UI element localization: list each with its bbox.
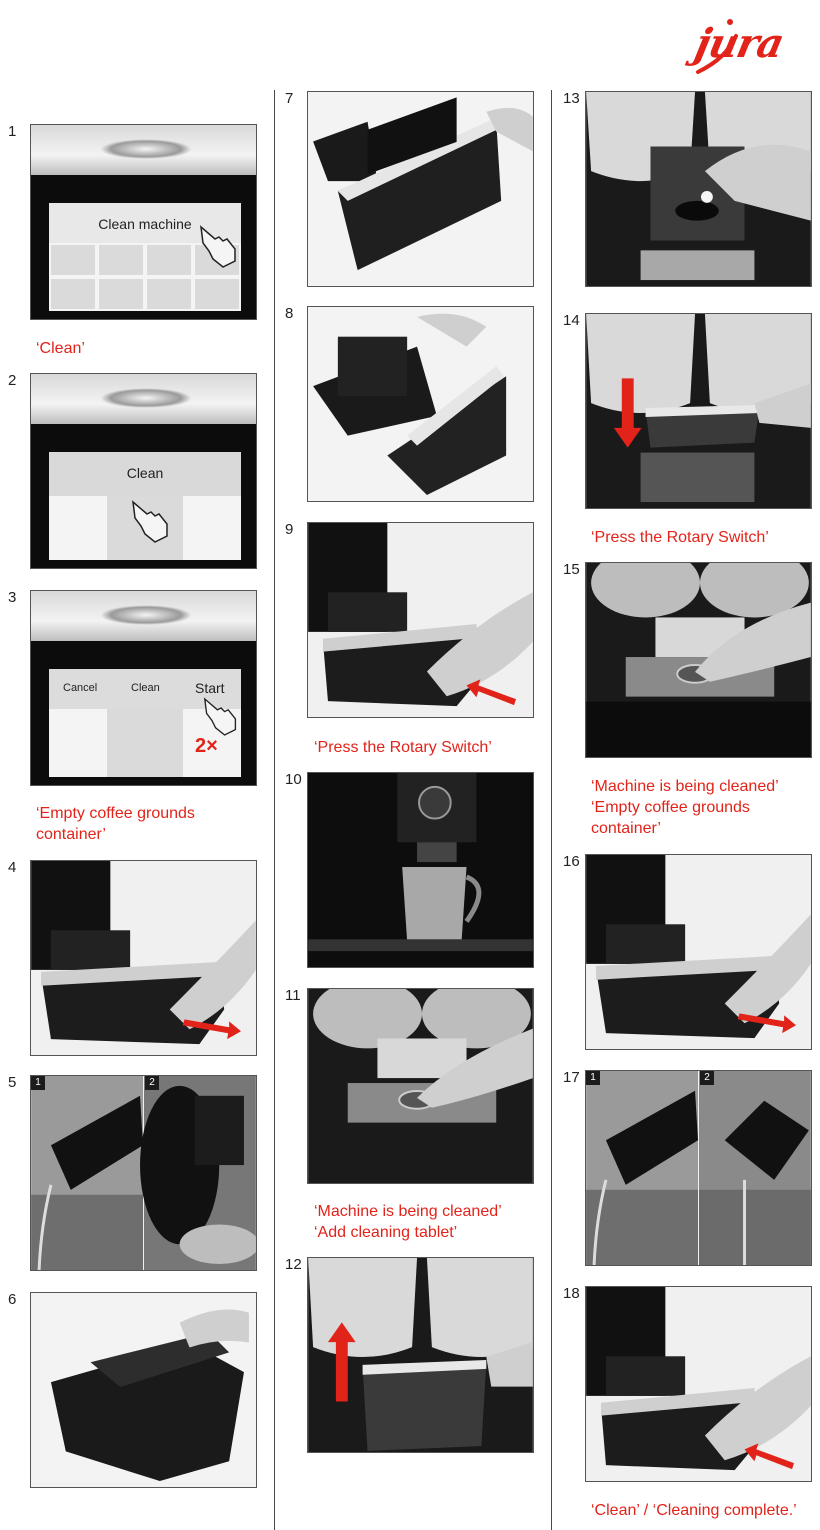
step-number: 9 — [285, 521, 294, 538]
step-6-photo-separate-container — [30, 1292, 257, 1488]
step-3-display-image: Cancel Clean Start 2× — [30, 590, 257, 786]
step-8-photo-remove-grounds-container — [307, 306, 534, 502]
red-arrow-icon — [737, 1013, 796, 1034]
step-number: 16 — [563, 853, 580, 870]
column-divider-left — [274, 90, 275, 1530]
step-11-caption-line1: ‘Machine is being cleaned’ — [314, 1203, 502, 1220]
machine-top-panel — [31, 591, 256, 641]
step-number: 17 — [563, 1069, 580, 1086]
repeat-count: 2× — [195, 735, 218, 757]
touch-screen: Cancel Clean Start 2× — [49, 669, 241, 777]
step-3-caption-line1: ‘Empty coffee grounds — [36, 805, 195, 822]
step-1-caption: ‘Clean’ — [36, 340, 85, 357]
touch-screen: Clean machine — [49, 203, 241, 311]
step-18-photo-insert-drip-tray — [585, 1286, 812, 1482]
step-11-caption-line2: ‘Add cleaning tablet’ — [314, 1224, 458, 1241]
red-arrow-icon — [327, 1322, 356, 1402]
step-number: 3 — [8, 589, 17, 606]
screen-title: Clean machine — [98, 216, 192, 232]
sub-step-badge: 1 — [586, 1071, 600, 1085]
step-number: 10 — [285, 771, 302, 788]
step-5-photo-empty-container — [30, 1075, 257, 1271]
step-number: 12 — [285, 1256, 302, 1273]
step-number: 14 — [563, 312, 580, 329]
red-arrow-icon — [466, 679, 517, 706]
step-number: 1 — [8, 123, 17, 140]
step-15-caption-line1: ‘Machine is being cleaned’ — [591, 778, 779, 795]
step-2-display-image: Clean — [30, 373, 257, 569]
touch-screen: Clean — [49, 452, 241, 560]
machine-top-panel — [31, 125, 256, 175]
step-14-photo-close-lid — [585, 313, 812, 509]
step-number: 7 — [285, 90, 294, 107]
step-number: 18 — [563, 1285, 580, 1302]
step-9-caption: ‘Press the Rotary Switch’ — [314, 739, 492, 756]
step-10-photo-place-container — [307, 772, 534, 968]
sub-step-badge: 2 — [145, 1076, 159, 1090]
step-1-display-image: Clean machine — [30, 124, 257, 320]
hand-pointer-icon — [203, 697, 237, 736]
logo-text: jura — [691, 20, 788, 67]
machine-top-panel — [31, 374, 256, 424]
step-number: 4 — [8, 859, 17, 876]
step-15-caption-line2: ‘Empty coffee grounds — [591, 799, 750, 816]
step-12-photo-open-tablet-lid — [307, 1257, 534, 1453]
hand-pointer-icon — [132, 500, 168, 543]
cancel-label: Cancel — [63, 682, 98, 694]
step-16-photo-remove-drip-tray — [585, 854, 812, 1050]
step-number: 11 — [285, 987, 301, 1004]
screen-title: Clean — [126, 465, 164, 481]
red-arrow-icon — [613, 378, 642, 448]
step-18-caption: ‘Clean’ / ‘Cleaning complete.’ — [591, 1502, 797, 1519]
step-15-caption-line3: container’ — [591, 820, 661, 837]
step-number: 5 — [8, 1074, 17, 1091]
step-number: 15 — [563, 561, 580, 578]
step-14-caption: ‘Press the Rotary Switch’ — [591, 529, 769, 546]
column-divider-right — [551, 90, 552, 1530]
red-arrow-icon — [744, 1443, 795, 1470]
step-number: 6 — [8, 1291, 17, 1308]
step-11-photo-press-rotary-switch — [307, 988, 534, 1184]
sub-step-badge: 1 — [31, 1076, 45, 1090]
step-number: 2 — [8, 372, 17, 389]
step-number: 13 — [563, 90, 580, 107]
step-7-photo-drip-tray — [307, 91, 534, 287]
step-17-photo-empty-container — [585, 1070, 812, 1266]
start-label: Start — [195, 680, 225, 696]
step-4-photo-remove-drip-tray — [30, 860, 257, 1056]
red-arrow-icon — [182, 1019, 241, 1040]
step-13-photo-add-tablet — [585, 91, 812, 287]
sub-step-badge: 2 — [700, 1071, 714, 1085]
jura-logo: jura — [688, 14, 818, 74]
clean-label: Clean — [131, 682, 160, 694]
step-3-caption-line2: container’ — [36, 826, 106, 843]
hand-pointer-icon — [200, 225, 236, 268]
step-9-photo-insert-drip-tray — [307, 522, 534, 718]
step-number: 8 — [285, 305, 294, 322]
step-15-photo-press-rotary-switch — [585, 562, 812, 758]
